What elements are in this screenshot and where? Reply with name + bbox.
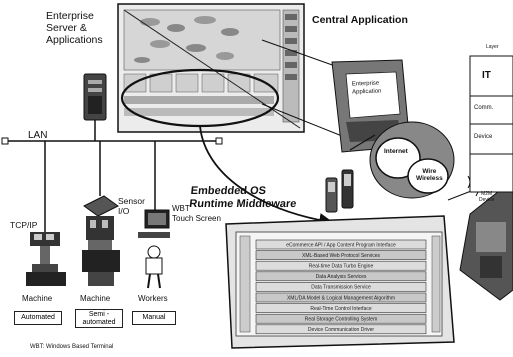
column-name-workers: Workers (138, 294, 168, 303)
embedded-os-label: Embedded OS Runtime Middleware (189, 185, 299, 211)
enterprise-application-box-label: Enterprise Application (352, 79, 382, 96)
footnote: WBT: Windows Based Terminal (30, 344, 114, 350)
enterprise-label-line-3: Applications (46, 34, 103, 46)
middleware-layer-box (255, 303, 427, 313)
m2m-label-line-2: Device (479, 197, 495, 203)
server-tower (83, 73, 107, 121)
data-flow-arrow (199, 125, 334, 228)
embedded-os-label-line-2: Runtime Middleware (188, 198, 297, 210)
wbt-label: WBT Touch Screen (172, 204, 221, 224)
network-cloud (349, 121, 455, 199)
m2m-label: M2M Device (479, 191, 494, 203)
middleware-layer-label: eCommerce API / App Content Program Inte… (286, 242, 396, 248)
enterprise-application-box-line-2: Application (352, 88, 382, 96)
sensor-io-label-line-1: Sensor (118, 196, 145, 206)
enterprise-label-line-2: Server & (46, 22, 87, 34)
middleware-layer-label: Device Communication Driver (308, 327, 374, 333)
middleware-layer-label: Real Storage Controlling System (305, 317, 378, 323)
sensor-io-label-line-2: I/O (118, 206, 130, 216)
sensor-io-label: Sensor I/O (118, 196, 145, 216)
middleware-layer-box (255, 250, 427, 260)
wireless-label-line-1: Wire (422, 168, 437, 175)
semi-automated-machine-drawing (82, 195, 120, 286)
embedded-os-label-line-1: Embedded OS (190, 185, 267, 197)
middleware-layer-label: Real-time Data Turbo Engine (309, 264, 374, 270)
middleware-layer-label: Data Transmission Service (311, 285, 371, 291)
column-name-automated: Machine (22, 294, 53, 303)
lan-bus (1, 137, 223, 232)
middleware-layer-label: Data Analysis Services (316, 274, 367, 280)
lan-label: LAN (28, 130, 48, 141)
layer-row-comm: Comm. (474, 105, 494, 111)
middleware-layer-box (255, 282, 427, 292)
layer-table (469, 55, 513, 193)
middleware-layer-box (255, 313, 427, 324)
middleware-layer-box (255, 239, 427, 250)
layer-row-device: Device (474, 134, 493, 140)
middleware-layer-box (255, 260, 427, 271)
central-app-screen (117, 3, 305, 133)
middleware-layer-box (255, 324, 427, 335)
wireless-label: Wire Wireless (416, 168, 443, 182)
layer-table-header: Layer (486, 44, 499, 50)
middleware-layer-label: XML/DA Model & Logical Management Algori… (287, 295, 395, 301)
wbt-label-line-2: Touch Screen (172, 214, 221, 223)
mode-box-automated: Automated (14, 311, 62, 325)
enterprise-label: Enterprise Server & Applications (46, 10, 103, 46)
mode-box-semi: Semi - automated (75, 309, 123, 328)
zoom-line-bottom (261, 103, 343, 137)
handheld-devices (325, 169, 354, 213)
middleware-layer-stack: eCommerce API / App Content Program Inte… (255, 239, 427, 335)
tcpip-label: TCP/IP (10, 220, 38, 230)
internet-label: Internet (384, 148, 408, 155)
automated-machine-drawing (26, 232, 66, 286)
mode-box-manual: Manual (132, 311, 176, 325)
m2m-label-line-1: M2M (481, 191, 493, 197)
wbt-and-worker-drawing (138, 209, 170, 289)
layer-row-it: IT (482, 70, 491, 81)
enterprise-label-line-1: Enterprise (46, 10, 94, 22)
middleware-layer-box (255, 292, 427, 303)
central-application-label: Central Application (312, 14, 408, 26)
middleware-layer-box (255, 271, 427, 282)
middleware-layer-label: Real-Time Control Interface (310, 306, 371, 312)
middleware-layer-label: XML-Based Web Protocol Services (302, 253, 380, 259)
column-name-semi: Machine (80, 294, 111, 303)
wbt-label-line-1: WBT (172, 204, 190, 213)
wireless-label-line-2: Wireless (416, 175, 443, 182)
